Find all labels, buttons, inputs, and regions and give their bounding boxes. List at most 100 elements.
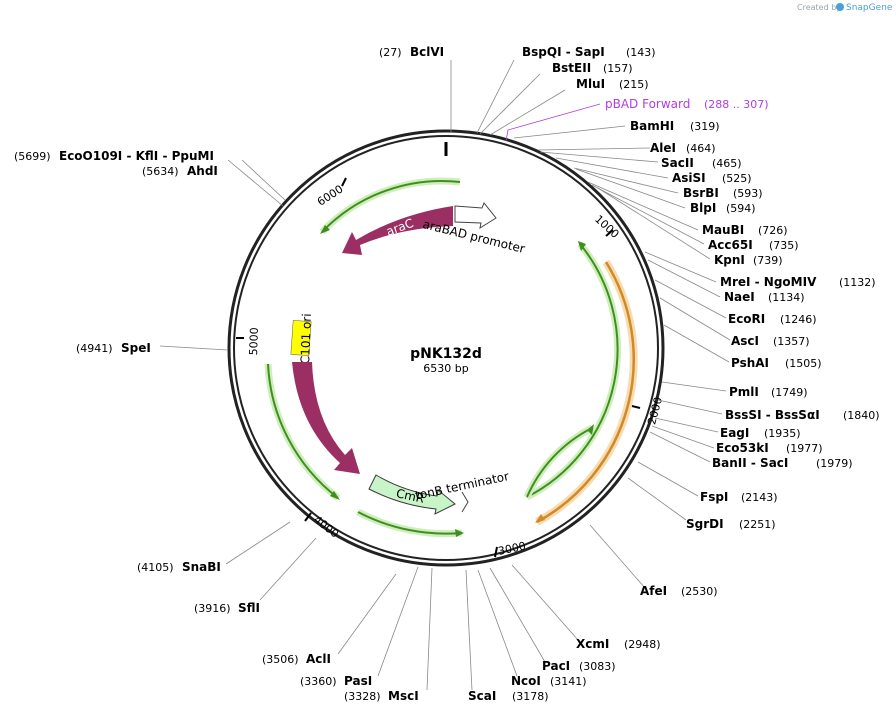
- site-pos-SnaBI: (4105): [137, 561, 174, 574]
- feature-CmR[interactable]: [368, 474, 456, 515]
- site-NaeI[interactable]: NaeI: [724, 290, 755, 304]
- leader-Eco53kI: [651, 425, 715, 449]
- backbone: [227, 129, 665, 567]
- site-AhdI[interactable]: AhdI: [187, 164, 218, 178]
- site-pos-BspQI-SapI: (143): [626, 46, 656, 59]
- orf-arc-left: [267, 363, 339, 499]
- credit-prefix: Created by: [797, 3, 841, 12]
- site-BspQI-SapI[interactable]: BspQI - SapI: [522, 45, 605, 59]
- site-pos-EcoRI: (1246): [780, 313, 817, 326]
- plasmid-name: pNK132d: [410, 346, 482, 362]
- primer-pBAD-Forward[interactable]: pBAD Forward: [605, 97, 690, 111]
- tick-4000: [304, 512, 312, 522]
- site-XcmI[interactable]: XcmI: [576, 637, 609, 651]
- site-AscI[interactable]: AscI: [731, 334, 759, 348]
- orf-arc-bottom: [357, 511, 463, 535]
- site-BanII-SacI[interactable]: BanII - SacI: [712, 456, 788, 470]
- site-BsrBI[interactable]: BsrBI: [683, 186, 719, 200]
- leader-SpeI: [159, 345, 229, 351]
- site-pos-PasI: (3360): [300, 675, 337, 688]
- site-EcoRI[interactable]: EcoRI: [728, 312, 765, 326]
- site-SgrDI[interactable]: SgrDI: [686, 517, 724, 531]
- site-AfeI[interactable]: AfeI: [640, 584, 667, 598]
- site-MluI[interactable]: MluI: [576, 77, 605, 91]
- site-PacI[interactable]: PacI: [542, 659, 570, 673]
- leader-AscI: [659, 297, 731, 341]
- site-NcoI[interactable]: NcoI: [511, 674, 541, 688]
- site-pos-EcoO109I: (5699): [14, 150, 51, 163]
- leader-MscI: [426, 567, 433, 691]
- site-MreI-NgoMIV[interactable]: MreI - NgoMIV: [720, 275, 817, 289]
- feature-label-CmR: CmR: [395, 486, 426, 506]
- site-SacII[interactable]: SacII: [661, 156, 694, 170]
- site-pos-PshAI: (1505): [785, 357, 822, 370]
- site-pos-BanII-SacI: (1979): [816, 457, 853, 470]
- tick-label-6000: 6000: [315, 182, 346, 208]
- site-AsiSI[interactable]: AsiSI: [672, 171, 706, 185]
- site-BssSI-BssSaI[interactable]: BssSI - BssSαI: [725, 408, 820, 422]
- leader-BsrBI: [573, 167, 679, 194]
- leader-BssSI: [657, 399, 723, 415]
- leader-FspI: [637, 461, 699, 497]
- feature-araC[interactable]: [342, 206, 453, 255]
- site-EagI[interactable]: EagI: [720, 426, 749, 440]
- site-pos-BclVI: (27): [379, 46, 402, 59]
- leader-SacII: [539, 151, 659, 163]
- site-pos-Acc65I: (735): [769, 239, 799, 252]
- site-BamHI[interactable]: BamHI: [630, 119, 674, 133]
- site-pos-BsrBI: (593): [733, 187, 763, 200]
- site-BstEII[interactable]: BstEII: [552, 61, 591, 75]
- tick-2000: [631, 405, 641, 409]
- leader-NcoI: [477, 569, 518, 677]
- site-pos-BstEII: (157): [603, 62, 633, 75]
- site-AleI[interactable]: AleI: [650, 141, 676, 155]
- site-MauBI[interactable]: MauBI: [702, 223, 744, 237]
- site-EcoO109I-KflI-PpuMI[interactable]: EcoO109I - KflI - PpuMI: [59, 149, 214, 163]
- orf-arc-top-head: [320, 225, 330, 234]
- leader-pBAD-Forward: [505, 103, 601, 142]
- orf-arc-small: [526, 427, 593, 498]
- site-FspI[interactable]: FspI: [700, 490, 728, 504]
- site-MscI[interactable]: MscI: [388, 689, 419, 703]
- site-SpeI[interactable]: SpeI: [121, 341, 151, 355]
- leader-BstEII: [479, 73, 541, 135]
- feature-araBAD-promoter[interactable]: [454, 202, 497, 230]
- site-PmlI[interactable]: PmlI: [729, 385, 759, 399]
- leader-AclI: [337, 573, 397, 655]
- site-Eco53kI[interactable]: Eco53kI: [716, 441, 769, 455]
- leader-AfeI: [589, 524, 646, 589]
- site-SflI[interactable]: SflI: [238, 601, 260, 615]
- restriction-sites: [159, 59, 731, 691]
- feature-pSC101-ori[interactable]: [290, 320, 312, 356]
- site-KpnI[interactable]: KpnI: [714, 253, 745, 267]
- site-pos-XcmI: (2948): [624, 638, 661, 651]
- site-pos-AhdI: (5634): [142, 165, 179, 178]
- orf-arc-right: [526, 243, 619, 498]
- leader-BanII: [649, 431, 711, 463]
- orf-arcs: [264, 177, 638, 538]
- site-pos-EagI: (1935): [764, 427, 801, 440]
- leader-PasI: [377, 566, 419, 677]
- site-BclVI[interactable]: BclVI: [410, 45, 444, 59]
- leader-Acc65I: [591, 184, 705, 245]
- site-PasI[interactable]: PasI: [344, 674, 372, 688]
- site-BlpI[interactable]: BlpI: [690, 201, 716, 215]
- feature-Rep101[interactable]: [292, 362, 360, 474]
- orf-arc-left-head: [330, 491, 340, 500]
- site-AclI[interactable]: AclI: [306, 652, 331, 666]
- feature-tonB-terminator[interactable]: [461, 491, 469, 513]
- site-pos-ScaI: (3178): [512, 690, 549, 703]
- backbone-outer-strand: [227, 129, 665, 567]
- site-ScaI[interactable]: ScaI: [468, 689, 496, 703]
- leader-ScaI: [465, 569, 473, 691]
- tick-label-5000: 5000: [247, 327, 261, 355]
- site-SnaBI[interactable]: SnaBI: [182, 560, 221, 574]
- site-PshAI[interactable]: PshAI: [731, 356, 769, 370]
- leader-EagI: [654, 417, 719, 433]
- site-Acc65I[interactable]: Acc65I: [708, 238, 753, 252]
- leader-BspQI: [476, 59, 515, 134]
- site-pos-FspI: (2143): [741, 491, 778, 504]
- leader-MreI: [644, 251, 717, 283]
- site-pos-BamHI: (319): [690, 120, 720, 133]
- leader-AleI: [537, 147, 651, 151]
